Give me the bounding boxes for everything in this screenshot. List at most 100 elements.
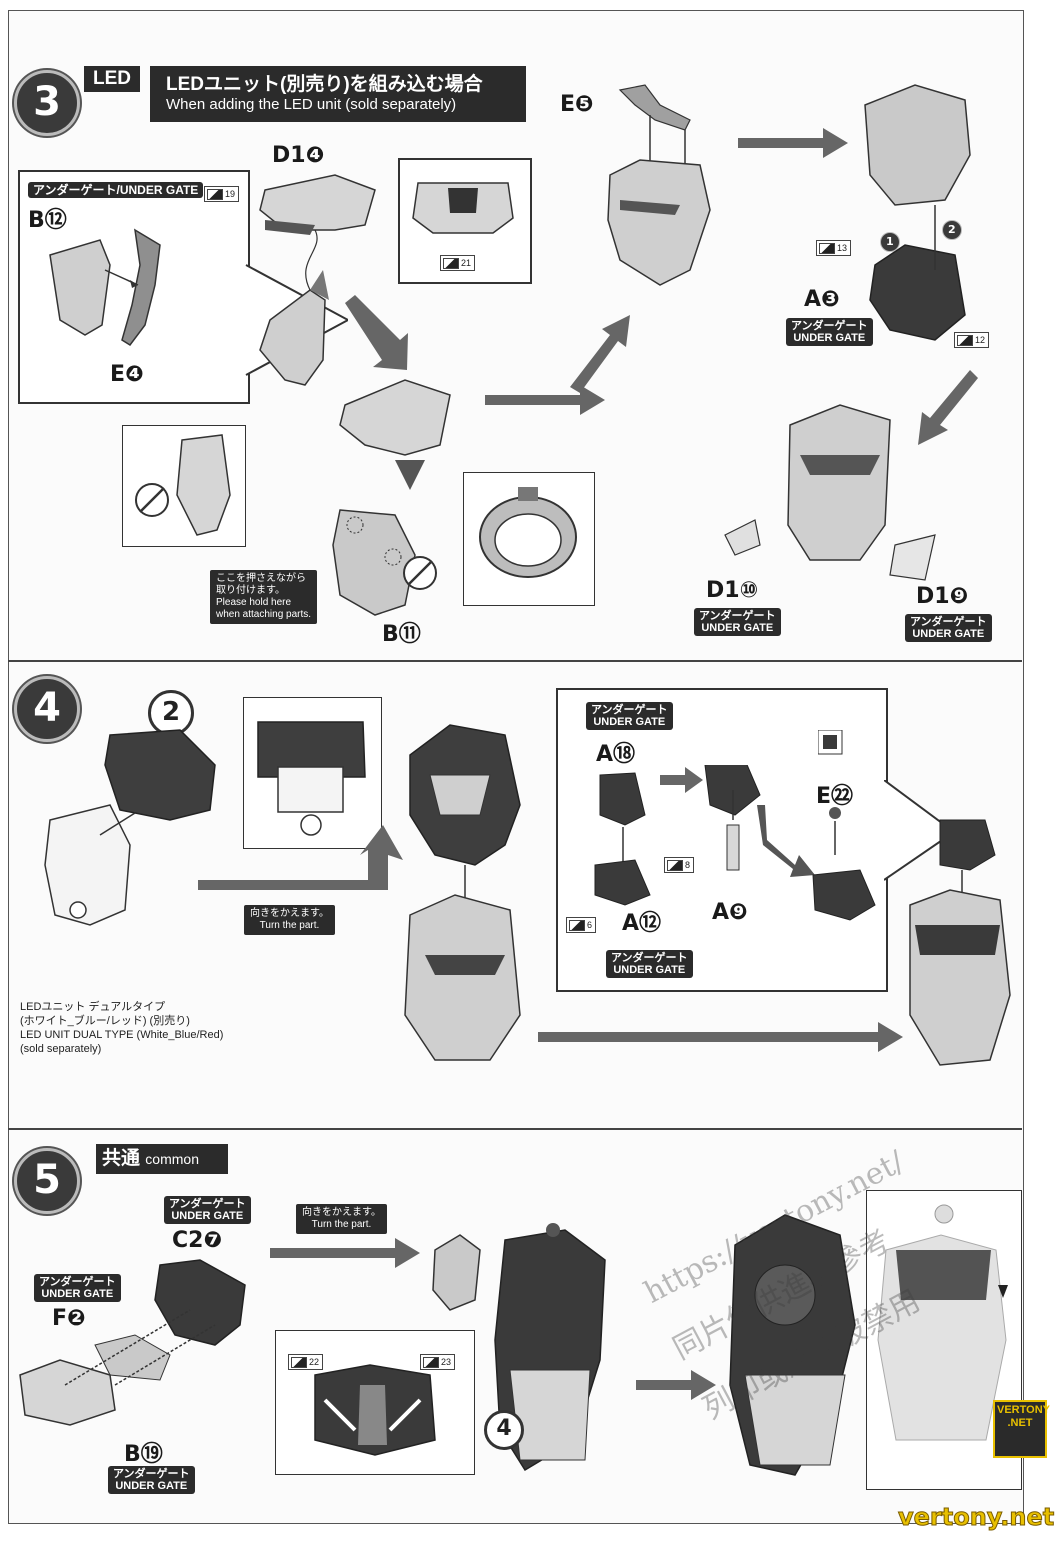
step4-center-assembly-drawing: [404, 724, 521, 1061]
ring-detail-drawing: [479, 487, 577, 578]
arrow-right-1: [485, 385, 605, 415]
gate-jp: アンダーゲート: [791, 320, 868, 332]
part-label-a9: A❾: [712, 900, 748, 925]
step-divider-3-4: [8, 660, 1022, 662]
order-2-text: 2: [948, 223, 956, 236]
gate-badge-f2: アンダーゲート UNDER GATE: [34, 1274, 121, 1302]
part-d14-assembly-drawing: [259, 174, 376, 386]
order-1-text: 1: [886, 235, 894, 248]
part-label-d10: D1⑩: [706, 578, 759, 603]
gate-jp: アンダーゲート: [910, 616, 987, 628]
e22-icon-box: [818, 730, 843, 755]
ref-23: 23: [420, 1354, 456, 1370]
gate-jp: アンダーゲート: [113, 1468, 190, 1480]
common-tag: 共通 common: [96, 1144, 228, 1174]
hold-here-note: ここを押さえながら 取り付けます。 Please hold here when …: [210, 570, 318, 624]
part-label-e22: E㉒: [816, 784, 854, 809]
part-label-e5: E❺: [560, 92, 594, 117]
vertony-logo-badge: VERTONY .NET: [993, 1400, 1050, 1458]
part-label-a18: A⑱: [596, 742, 636, 767]
part-b11-drawing: [332, 509, 437, 616]
gate-en: UNDER GATE: [171, 1210, 244, 1222]
part-combined-drawing: [339, 379, 451, 490]
gate-jp: アンダーゲート: [611, 952, 688, 964]
gate-badge-a3: アンダーゲート UNDER GATE: [786, 318, 873, 346]
ref-8: 8: [664, 857, 695, 873]
arrow-right-2: [738, 128, 848, 158]
ref-13: 13: [816, 240, 852, 256]
gate-badge-a18: アンダーゲート UNDER GATE: [586, 702, 673, 730]
arrow-diagonal-down-left: [918, 370, 978, 445]
step3-title-jp: LEDユニット(別売り)を組み込む場合: [166, 74, 483, 95]
led-caption-en2: (sold separately): [20, 1043, 102, 1055]
gate-badge-d9: アンダーゲート UNDER GATE: [905, 614, 992, 642]
arrow-turn-right: [198, 825, 403, 890]
under-gate-header: アンダーゲート/UNDER GATE: [28, 182, 204, 198]
gate-jp: アンダーゲート: [699, 610, 776, 622]
gate-badge-d10: アンダーゲート UNDER GATE: [694, 608, 781, 636]
part-label-b12: B⑫: [28, 208, 67, 233]
led-unit-caption: LEDユニット デュアルタイプ (ホワイト_ブルー/レッド) (別売り) LED…: [20, 1000, 223, 1056]
gate-en: UNDER GATE: [912, 628, 985, 640]
gate-badge-b19: アンダーゲート UNDER GATE: [108, 1466, 195, 1494]
turn-part-note-5: 向きをかえます。 Turn the part.: [296, 1204, 387, 1234]
gate-jp: アンダーゲート: [39, 1276, 116, 1288]
gate-jp: アンダーゲート: [591, 704, 668, 716]
step5-final-assembly-drawing: [729, 1214, 856, 1476]
ref-12: 12: [954, 332, 990, 348]
arrow-right-3: [270, 1238, 420, 1268]
step4-right-assembly-drawing: [909, 819, 1011, 1066]
sub-step-4: 4: [484, 1410, 524, 1450]
led-caption-jp2: (ホワイト_ブルー/レッド) (別売り): [20, 1015, 190, 1027]
step-number-5: 5: [14, 1148, 80, 1214]
c27-detail-drawing: [314, 1364, 436, 1456]
step3-title-en: When adding the LED unit (sold separatel…: [166, 96, 457, 113]
e22-assembly-drawing: [812, 807, 876, 921]
led-tag: LED: [84, 66, 140, 92]
turn-en: Turn the part.: [259, 920, 320, 931]
common-en: common: [145, 1151, 199, 1167]
gate-jp: アンダーゲート: [169, 1198, 246, 1210]
hold-detail-drawing: [135, 434, 231, 536]
logo-line1: VERTONY: [997, 1404, 1050, 1416]
ref-22: 22: [288, 1354, 324, 1370]
part-label-e4: E❹: [110, 362, 144, 387]
step3-title-banner: LEDユニット(別売り)を組み込む場合 When adding the LED …: [150, 66, 526, 122]
part-label-b19: B⑲: [124, 1442, 163, 1467]
turn-jp: 向きをかえます。: [250, 908, 329, 919]
part-label-a3: A❸: [804, 287, 840, 312]
part-d1-assembly-drawing: [724, 404, 936, 581]
final-detail-drawing: [877, 1204, 1008, 1441]
common-jp: 共通: [102, 1148, 141, 1169]
gate-en: UNDER GATE: [593, 716, 666, 728]
step5-center-assembly-drawing: [432, 1223, 606, 1472]
ref-19: 19: [204, 186, 240, 202]
arrow-right-long: [538, 1022, 903, 1052]
gate-en: UNDER GATE: [613, 964, 686, 976]
part-label-f2: F❷: [52, 1306, 86, 1331]
part-label-c27: C2❼: [172, 1228, 223, 1253]
led-unit-assembly-drawing: [44, 729, 216, 926]
gate-en: UNDER GATE: [793, 332, 866, 344]
turn-part-note-4: 向きをかえます。 Turn the part.: [244, 905, 335, 935]
gate-en: UNDER GATE: [115, 1480, 188, 1492]
gate-en: UNDER GATE: [41, 1288, 114, 1300]
step-divider-4-5: [8, 1128, 1022, 1130]
arrow-right-4: [636, 1370, 716, 1400]
hold-note-jp1: ここを押さえながら: [216, 573, 306, 584]
turn-en: Turn the part.: [311, 1219, 372, 1230]
arrow-diagonal-down: [345, 295, 408, 370]
logo-line2: .NET: [1007, 1417, 1033, 1429]
gate-badge-c27: アンダーゲート UNDER GATE: [164, 1196, 251, 1224]
d14-detail-drawing: [412, 182, 514, 234]
part-label-d9: D1❾: [916, 584, 969, 609]
led-unit-detail-drawing: [257, 721, 366, 836]
gate-badge-a12: アンダーゲート UNDER GATE: [606, 950, 693, 978]
led-caption-jp1: LEDユニット デュアルタイプ: [20, 1001, 166, 1013]
hold-note-jp2: 取り付けます。: [216, 585, 285, 596]
c27-f2-b19-assembly-drawing: [19, 1259, 246, 1426]
part-e5-assembly-drawing: [607, 84, 711, 286]
part-label-d14: D1❹: [272, 143, 325, 168]
part-b12-e4-drawing: [49, 228, 161, 347]
